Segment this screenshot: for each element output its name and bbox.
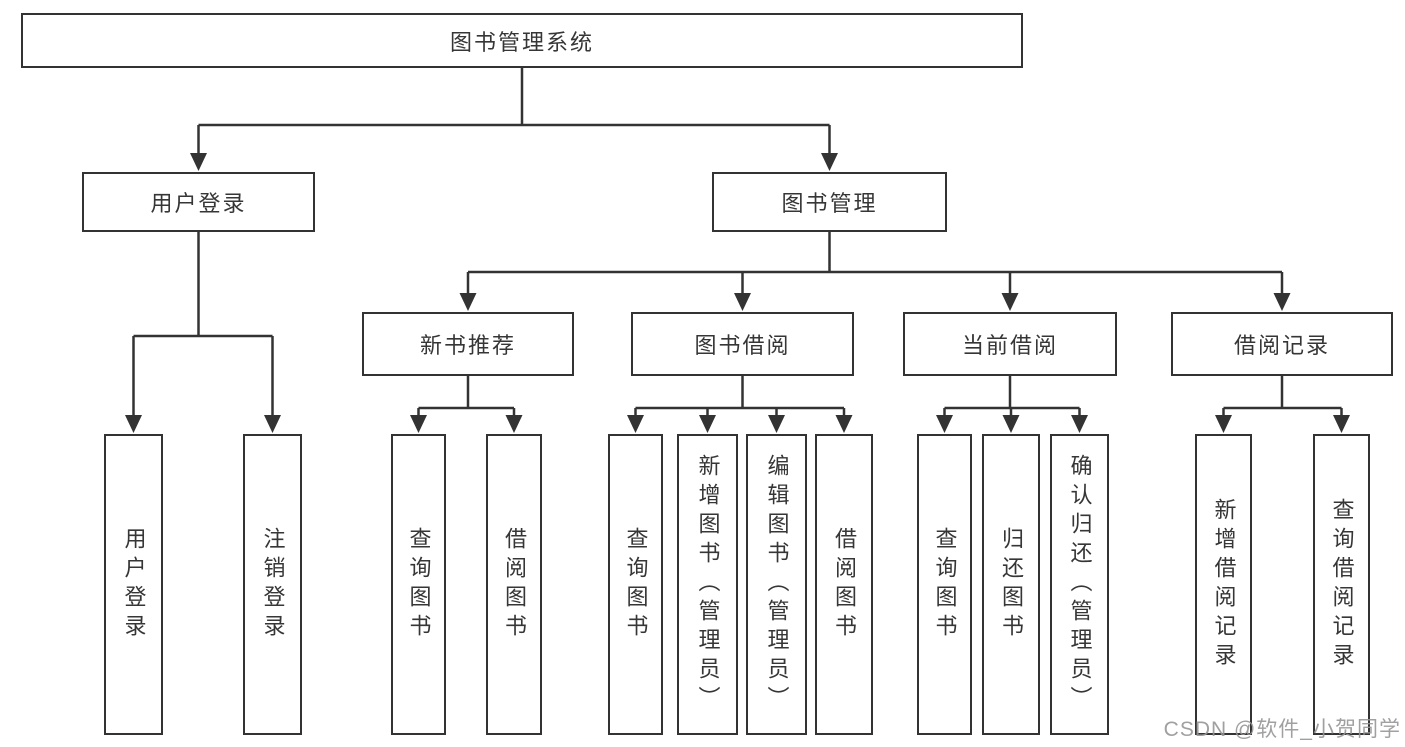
- node-query-borrow-record: 查询借阅记录: [1313, 434, 1370, 735]
- node-label: 编辑图书（管理员）: [764, 454, 790, 715]
- node-label: 查询图书: [406, 526, 432, 643]
- node-library-system-root: 图书管理系统: [21, 13, 1023, 68]
- node-label: 注销登录: [260, 526, 286, 643]
- node-label: 图书借阅: [694, 333, 791, 358]
- node-label: 用户登录: [121, 526, 147, 643]
- node-return-books: 归还图书: [982, 434, 1040, 735]
- node-logout: 注销登录: [243, 434, 302, 735]
- node-label: 当前借阅: [961, 333, 1058, 358]
- node-label: 查询借阅记录: [1329, 497, 1355, 672]
- node-user-login: 用户登录: [82, 172, 315, 232]
- node-label: 图书管理: [781, 191, 878, 216]
- node-confirm-return-admin: 确认归还（管理员）: [1050, 434, 1109, 735]
- node-borrow-records: 借阅记录: [1171, 312, 1393, 376]
- node-user-login-leaf: 用户登录: [104, 434, 163, 735]
- node-query-books-current: 查询图书: [917, 434, 972, 735]
- node-label: 借阅图书: [832, 526, 857, 643]
- node-label: 借阅记录: [1233, 333, 1330, 358]
- node-borrow-books-leaf: 借阅图书: [815, 434, 873, 735]
- node-label: 借阅图书: [502, 526, 527, 643]
- node-label: 归还图书: [999, 526, 1024, 643]
- node-label: 查询图书: [623, 526, 649, 643]
- node-label: 图书管理系统: [449, 29, 594, 55]
- node-label: 新书推荐: [419, 333, 516, 358]
- node-query-books-recommend: 查询图书: [391, 434, 446, 735]
- node-new-book-recommend: 新书推荐: [362, 312, 574, 376]
- node-query-books-borrow: 查询图书: [608, 434, 663, 735]
- csdn-watermark: CSDN @软件_小贺同学: [1163, 718, 1401, 741]
- node-edit-book-admin: 编辑图书（管理员）: [746, 434, 807, 735]
- node-add-book-admin: 新增图书（管理员）: [677, 434, 738, 735]
- node-book-borrow: 图书借阅: [631, 312, 854, 376]
- node-current-borrow: 当前借阅: [903, 312, 1117, 376]
- node-label: 确认归还（管理员）: [1067, 454, 1093, 715]
- node-book-management: 图书管理: [712, 172, 947, 232]
- node-borrow-books-recommend: 借阅图书: [486, 434, 542, 735]
- node-label: 新增借阅记录: [1211, 497, 1237, 672]
- node-add-borrow-record: 新增借阅记录: [1195, 434, 1252, 735]
- node-label: 查询图书: [932, 526, 958, 643]
- node-label: 新增图书（管理员）: [695, 454, 721, 715]
- node-label: 用户登录: [150, 191, 247, 216]
